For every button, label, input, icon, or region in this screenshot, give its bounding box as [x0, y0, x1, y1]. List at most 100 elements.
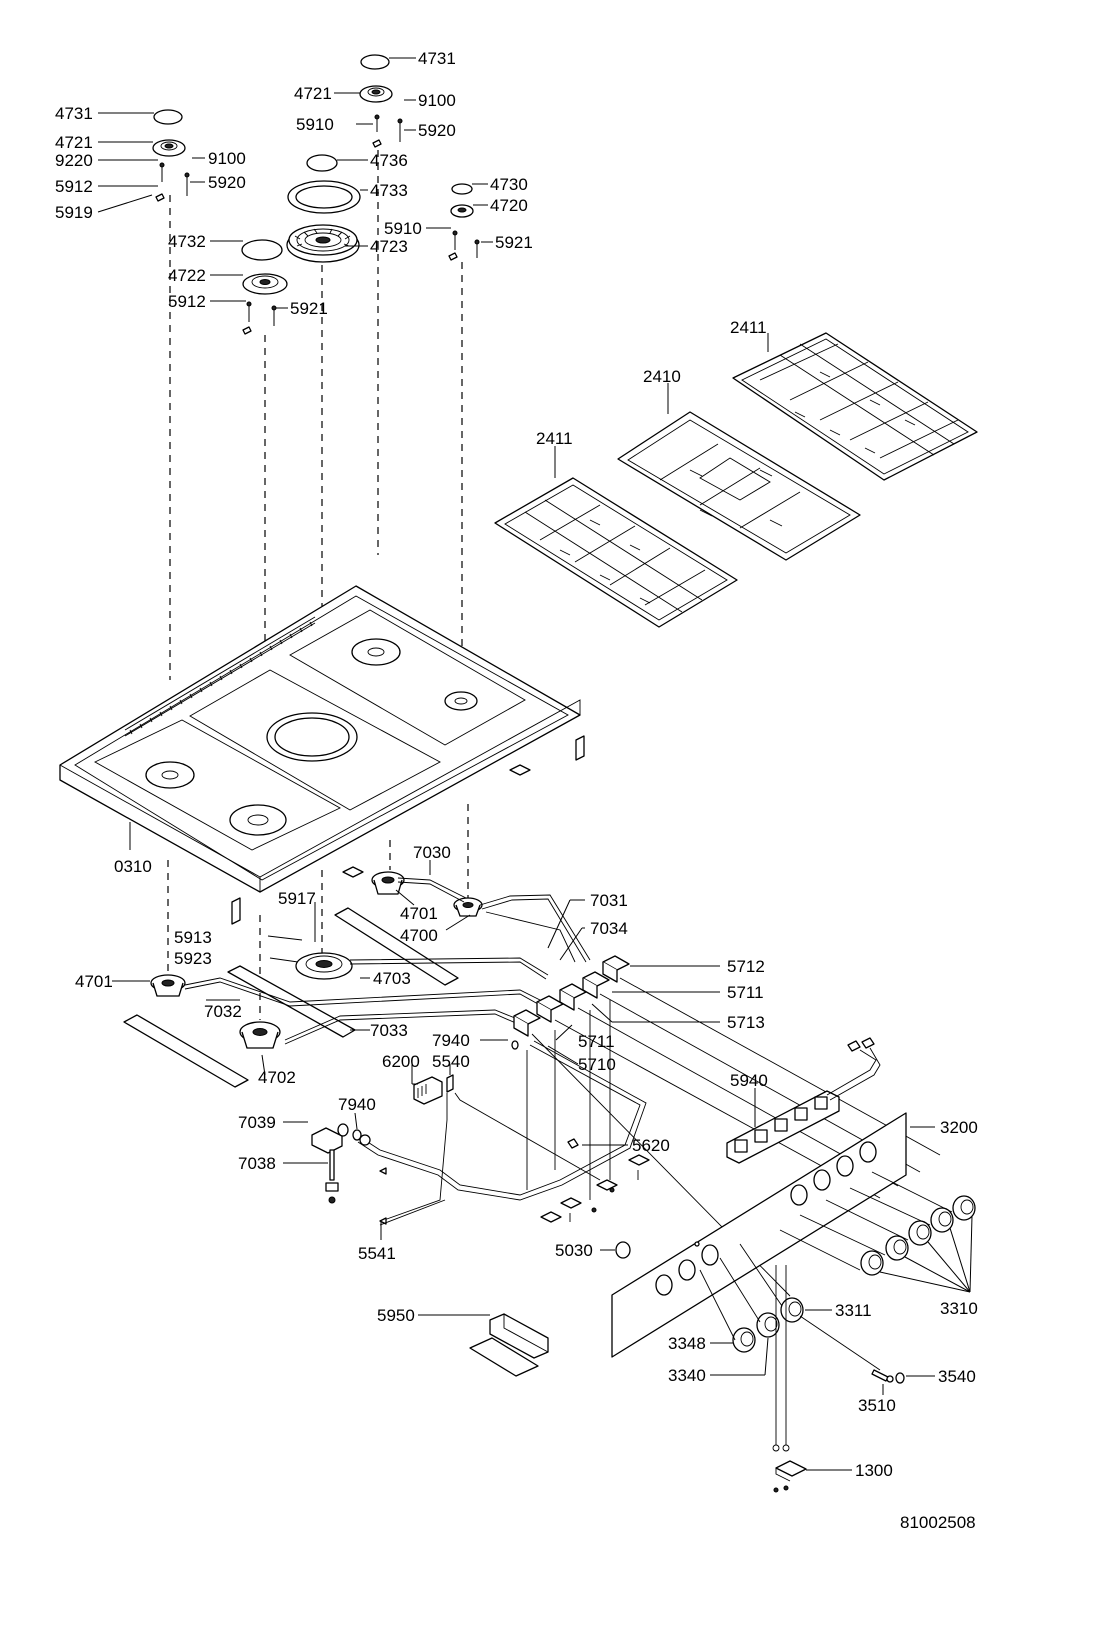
callout-5920: 5920: [418, 121, 456, 140]
callout-4723: 4723: [370, 237, 408, 256]
bracket-left: [231, 897, 241, 925]
ignition-wiring: [379, 1092, 601, 1225]
gas-manifold-pipe: [357, 1040, 647, 1201]
callout-0310: 0310: [114, 857, 152, 876]
callout-2411: 2411: [730, 318, 767, 337]
callout-5921: 5921: [495, 233, 533, 252]
callout-4731: 4731: [55, 104, 93, 123]
callout-6200: 6200: [382, 1052, 420, 1071]
callout-1300: 1300: [855, 1461, 893, 1480]
callout-7038: 7038: [238, 1154, 276, 1173]
burner-cap-4736: [306, 154, 338, 172]
callout-5913: 5913: [174, 928, 212, 947]
gas-tubes: [184, 877, 591, 1045]
callout-5910: 5910: [384, 219, 422, 238]
wok-burner-4723: [286, 224, 360, 263]
burner-head-4722: [242, 273, 288, 295]
screw-pins-5912-9100-left: [155, 162, 190, 202]
callout-5912: 5912: [168, 292, 206, 311]
callout-3340: 3340: [668, 1366, 706, 1385]
callout-7032: 7032: [204, 1002, 242, 1021]
callout-4700: 4700: [400, 926, 438, 945]
burner-cup-4701-left: [150, 974, 186, 997]
seal-7940-lower: [352, 1129, 362, 1141]
alignment-lines: [167, 150, 469, 1020]
burner-head-4721-top: [359, 85, 393, 103]
burner-cup-4701-right: [371, 871, 405, 895]
callout-5923: 5923: [174, 949, 212, 968]
burner-cap-4731-top: [360, 54, 390, 70]
burner-head-4721-left: [152, 139, 186, 157]
bracket-center: [342, 866, 364, 878]
callout-3311: 3311: [835, 1301, 872, 1320]
callout-4702: 4702: [258, 1068, 296, 1087]
callout-4703: 4703: [373, 969, 411, 988]
callout-4722: 4722: [168, 266, 206, 285]
pan-support-2411-right: [732, 332, 978, 481]
gas-inlet-elbow-7039: [311, 1123, 349, 1154]
callout-4701: 4701: [400, 904, 438, 923]
wok-burner-cup-4703: [295, 952, 353, 980]
callout-4720: 4720: [490, 196, 528, 215]
callout-5940: 5940: [730, 1071, 768, 1090]
ignition-spark-5540: [446, 1074, 454, 1093]
callout-5541: 5541: [358, 1244, 396, 1263]
thermocouple-5620: [567, 1138, 579, 1149]
seal-7940-upper: [511, 1040, 519, 1050]
callout-5919: 5919: [55, 203, 93, 222]
callout-5950: 5950: [377, 1306, 415, 1325]
washer-3540: [895, 1372, 905, 1384]
knob-3340: [756, 1312, 780, 1338]
gas-valve-5711-lower: [536, 995, 564, 1023]
callout-3540: 3540: [938, 1367, 976, 1386]
knob-bezel-5030: [615, 1241, 631, 1259]
bracket-right-b: [509, 764, 531, 776]
callout-7033: 7033: [370, 1021, 408, 1040]
callout-5917: 5917: [278, 889, 316, 908]
callout-9220: 9220: [55, 151, 93, 170]
callout-9100: 9100: [208, 149, 246, 168]
callout-3510: 3510: [858, 1396, 896, 1415]
gas-valve-5710: [513, 1009, 541, 1037]
callout-5620: 5620: [632, 1136, 670, 1155]
control-knobs-3310: [860, 1195, 976, 1276]
callout-4736: 4736: [370, 151, 408, 170]
support-rail-left: [123, 1014, 249, 1088]
cable-5541: [379, 1199, 446, 1226]
callout-7034: 7034: [590, 919, 628, 938]
callout-4732: 4732: [168, 232, 206, 251]
callout-5920: 5920: [208, 173, 246, 192]
wok-ring-4733: [287, 180, 361, 214]
callout-5030: 5030: [555, 1241, 593, 1260]
callout-4731: 4731: [418, 49, 456, 68]
callout-4733: 4733: [370, 181, 408, 200]
callout-labels: 4731 4721 9100 5910 5920 4731 4721 9220 …: [55, 49, 978, 1480]
callout-5711: 5711: [727, 983, 764, 1002]
burner-cap-4732: [241, 239, 283, 261]
callout-5710: 5710: [578, 1055, 616, 1074]
callout-5910: 5910: [296, 115, 334, 134]
callout-5713: 5713: [727, 1013, 765, 1032]
callout-9100: 9100: [418, 91, 456, 110]
ignition-switch-6200: [413, 1076, 443, 1105]
burner-cap-4731-left: [153, 109, 183, 125]
gas-inlet-pipe-7038: [325, 1149, 339, 1204]
bracket-right-a: [575, 735, 585, 761]
knob-3311: [780, 1297, 804, 1323]
gas-valve-5712: [602, 955, 630, 983]
burner-cup-4702: [239, 1021, 281, 1049]
burner-head-4720: [450, 204, 474, 218]
control-panel-3200: [611, 1112, 907, 1358]
callout-2411: 2411: [536, 429, 573, 448]
callout-4721: 4721: [294, 84, 332, 103]
pan-support-2410-center: [617, 411, 861, 561]
callout-7039: 7039: [238, 1113, 276, 1132]
callout-4701: 4701: [75, 972, 113, 991]
screw-pins-5912-5921-mid: [242, 301, 277, 335]
screw-pins-5910-5921-right: [448, 230, 480, 261]
callout-5912: 5912: [55, 177, 93, 196]
hob-top-0310: [59, 585, 581, 893]
leader-lines: [97, 57, 973, 1471]
